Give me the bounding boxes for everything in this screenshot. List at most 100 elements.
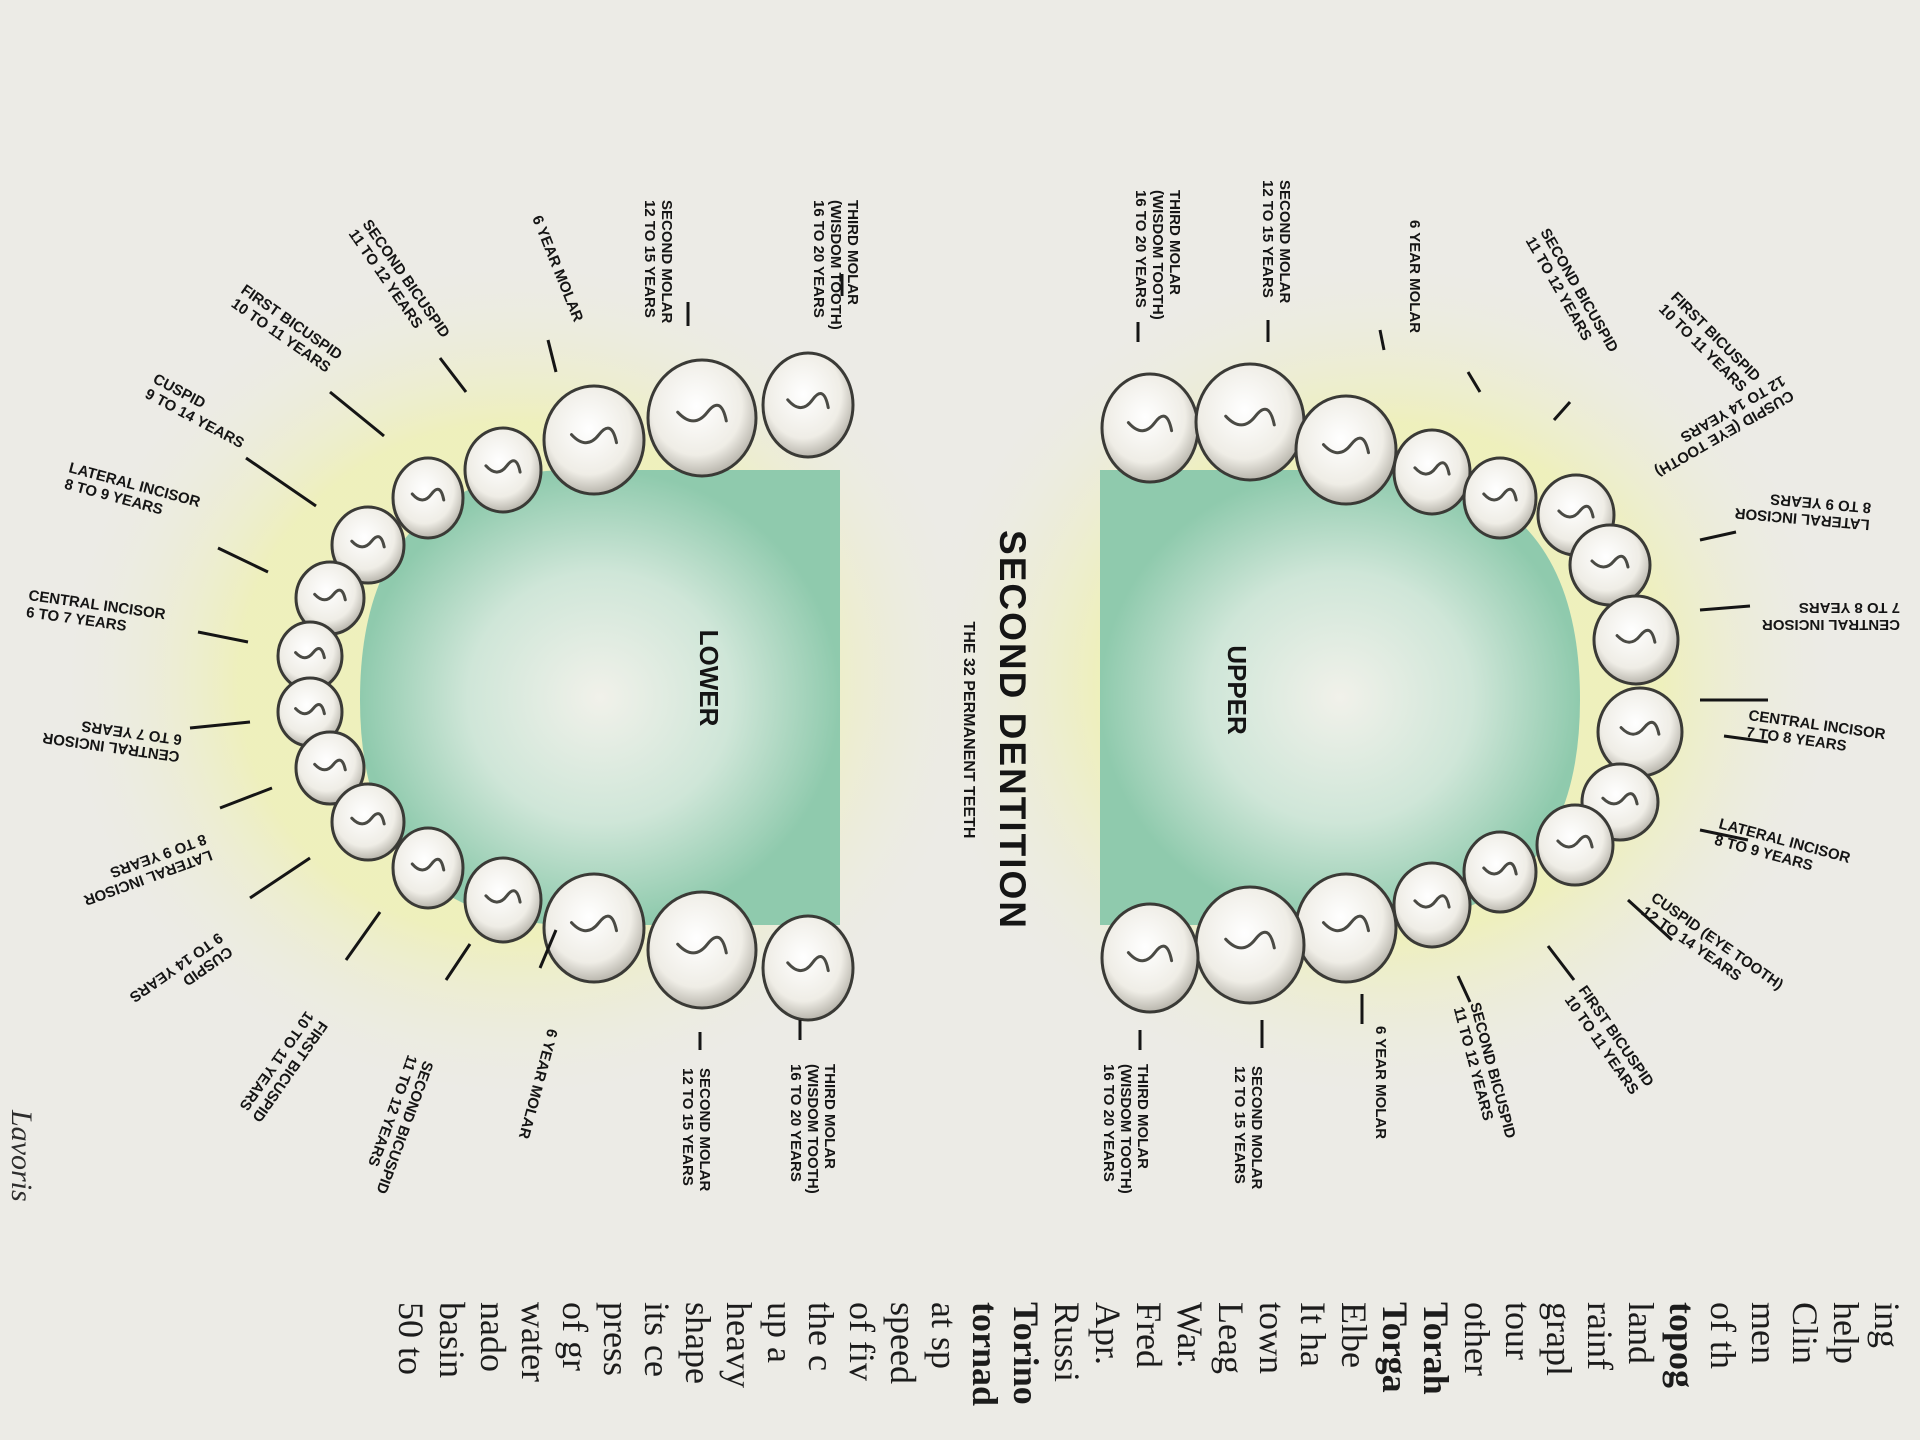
upper-label-b1: THIRD MOLAR(WISDOM TOOTH)16 TO 20 YEARS [1100,1064,1151,1194]
lower-tooth-fissure [410,857,446,872]
lower-leader-t6 [245,456,317,508]
lower-leader-t5 [329,390,385,438]
upper-leader-t4 [1466,371,1482,393]
upper-leader-b5 [1546,945,1576,981]
article-line: rainf [1580,1302,1620,1370]
upper-tooth-fissure [1601,792,1639,806]
article-line: grapl [1539,1302,1579,1376]
article-line: basin [432,1302,472,1378]
lower-leader-t3 [546,339,558,373]
upper-label-t1-line: THIRD MOLAR [1166,190,1183,295]
upper-leader-b7 [1699,828,1749,842]
article-line: tornad [965,1302,1005,1407]
upper-tooth-fissure [1224,407,1276,427]
upper-label-b1-line: 16 TO 20 YEARS [1100,1064,1117,1182]
article-line: Torga [1375,1302,1415,1393]
article-line: its ce [637,1302,677,1377]
upper-jaw-label-group: UPPER [1222,645,1252,735]
lower-tooth-fissure [484,459,522,474]
lower-tooth-fissure [676,935,728,955]
article-line: tour [1498,1302,1538,1360]
upper-teeth [1100,362,1684,1014]
lower-tooth-fissure [570,914,618,933]
upper-label-t1-line: (WISDOM TOOTH) [1149,190,1166,320]
article-line: It ha [1293,1302,1333,1367]
article-line: Torino [1006,1302,1046,1405]
article-line: men [1744,1302,1784,1364]
article-line: the c [801,1302,841,1371]
upper-tooth-fissure [1482,487,1518,502]
upper-tooth-fissure [1557,504,1595,519]
article-line: at sp [924,1302,964,1369]
lower-teeth [276,351,855,1022]
lower-tooth-fissure [676,403,728,423]
upper-leader-t5 [1552,401,1572,421]
upper-tooth-fissure [1413,461,1451,476]
upper-label-b1-line: (WISDOM TOOTH) [1117,1064,1134,1194]
lower-leader-b4 [444,943,472,981]
upper-leader-b8 [1723,734,1769,744]
lower-leader-b5 [344,911,382,961]
lower-label-t2-line: 12 TO 15 YEARS [641,200,658,318]
upper-label-t1-line: 16 TO 20 YEARS [1132,190,1149,308]
upper-tooth-fissure [1413,894,1451,909]
article-line: of th [1703,1302,1743,1369]
article-line: War. [1170,1302,1210,1369]
article-line: of gr [555,1302,595,1371]
article-line: help [1826,1302,1866,1364]
upper-leader-t7 [1699,604,1751,612]
dentition-diagram: THIRD MOLAR(WISDOM TOOTH)16 TO 20 YEARSS… [25,180,1900,1196]
upper-leader-t3 [1378,329,1386,351]
article-line: topog [1662,1302,1702,1389]
article-line: town [1252,1302,1292,1374]
upper-tooth-fissure [1482,861,1518,876]
lower-label-t1-line: THIRD MOLAR [844,200,861,305]
article-line: Clin [1785,1302,1825,1365]
upper-label-b2-line: 12 TO 15 YEARS [1231,1066,1248,1184]
lower-tooth-fissure [484,889,522,904]
article-line: water [514,1302,554,1382]
upper-leader-b4 [1456,975,1472,1003]
upper-tooth-fissure [1615,628,1657,644]
image-credit: Lavoris [5,1110,38,1202]
lower-tooth-fissure [350,812,386,826]
lower-tooth-fissure [570,426,618,445]
lower-label-t1-line: (WISDOM TOOTH) [827,200,844,330]
diagram-title: SECOND DENTITION [992,530,1033,930]
lower-leader-b3 [538,929,558,969]
upper-jaw-label: UPPER [1222,645,1252,735]
lower-label-t1: THIRD MOLAR(WISDOM TOOTH)16 TO 20 YEARS [810,200,861,330]
lower-leader-b8 [189,720,251,730]
upper-label-t1: THIRD MOLAR(WISDOM TOOTH)16 TO 20 YEARS [1132,190,1183,320]
upper-tooth-fissure [1126,944,1174,963]
lower-leader-t7 [217,546,269,574]
article-line: up a [760,1302,800,1363]
article-line: shape [678,1302,718,1384]
upper-label-b1-line: THIRD MOLAR [1134,1064,1151,1169]
lower-label-t2-line: SECOND MOLAR [658,200,675,324]
article-line: ing [1867,1302,1907,1349]
lower-label-b2-line: 12 TO 15 YEARS [679,1068,696,1186]
upper-label-t2-line: 12 TO 15 YEARS [1259,180,1276,298]
lower-tooth-fissure [786,955,830,973]
diagram-subtitle: THE 32 PERMANENT TEETH [960,622,977,839]
upper-label-b2-line: SECOND MOLAR [1248,1066,1265,1190]
article-line: nado [473,1302,513,1372]
upper-label-t8-line: CENTRAL INCISOR [1762,616,1900,633]
article-line: heavy [719,1302,759,1388]
upper-label-b3: 6 YEAR MOLAR [1372,1026,1389,1139]
lower-label-t1-line: 16 TO 20 YEARS [810,200,827,318]
lower-tooth-fissure [313,758,347,772]
upper-label-t8-line: 7 TO 8 YEARS [1799,599,1900,616]
upper-tooth-fissure [1556,834,1594,849]
upper-palate [1100,470,1580,925]
upper-label-t3: 6 YEAR MOLAR [1406,220,1423,333]
lower-tooth-fissure [294,703,326,716]
lower-label-b1-line: (WISDOM TOOTH) [804,1064,821,1194]
